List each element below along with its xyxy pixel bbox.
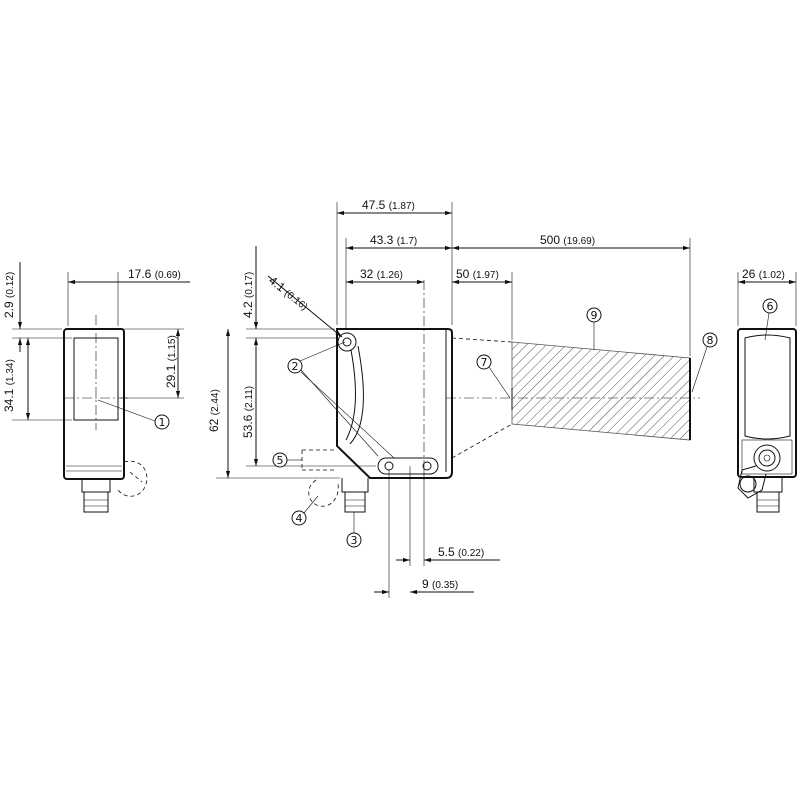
callout-2: 2	[292, 360, 299, 373]
dim-4-1: 4.1 (0.16)	[266, 273, 311, 312]
dim-500: 500 (19.69)	[540, 233, 595, 247]
dim-4-2: 4.2 (0.17)	[241, 272, 255, 318]
callout-1: 1	[159, 416, 166, 429]
rear-view: 26 (1.02) 6	[737, 267, 797, 513]
callout-6: 6	[767, 300, 774, 313]
dim-62: 62 (2.44)	[207, 389, 221, 432]
callout-9: 9	[591, 309, 598, 322]
dim-5-5: 5.5 (0.22)	[438, 545, 484, 559]
dim-50: 50 (1.97)	[456, 267, 499, 281]
dim-29-1: 29.1 (1.15)	[164, 335, 178, 388]
dim-17-6: 17.6 (0.69)	[128, 267, 181, 281]
dim-53-6: 53.6 (2.11)	[241, 386, 255, 438]
callout-8: 8	[707, 334, 714, 347]
callout-4: 4	[296, 512, 303, 525]
dim-9: 9 (0.35)	[422, 577, 458, 591]
callout-7: 7	[481, 356, 488, 369]
front-view: 17.6 (0.69) 2.9 (0.12) 34.1 (1.34) 29.1 …	[2, 262, 190, 513]
dim-47-5: 47.5 (1.87)	[362, 198, 415, 212]
dim-32: 32 (1.26)	[360, 267, 403, 281]
dim-34-1: 34.1 (1.34)	[2, 359, 16, 412]
dim-2-9: 2.9 (0.12)	[2, 272, 16, 318]
side-view: 47.5 (1.87) 43.3 (1.7) 500 (19.69) 32 (1…	[207, 198, 718, 598]
callout-3: 3	[351, 534, 358, 547]
dim-43-3: 43.3 (1.7)	[370, 233, 417, 247]
callout-5: 5	[277, 454, 284, 467]
dim-26: 26 (1.02)	[742, 267, 785, 281]
